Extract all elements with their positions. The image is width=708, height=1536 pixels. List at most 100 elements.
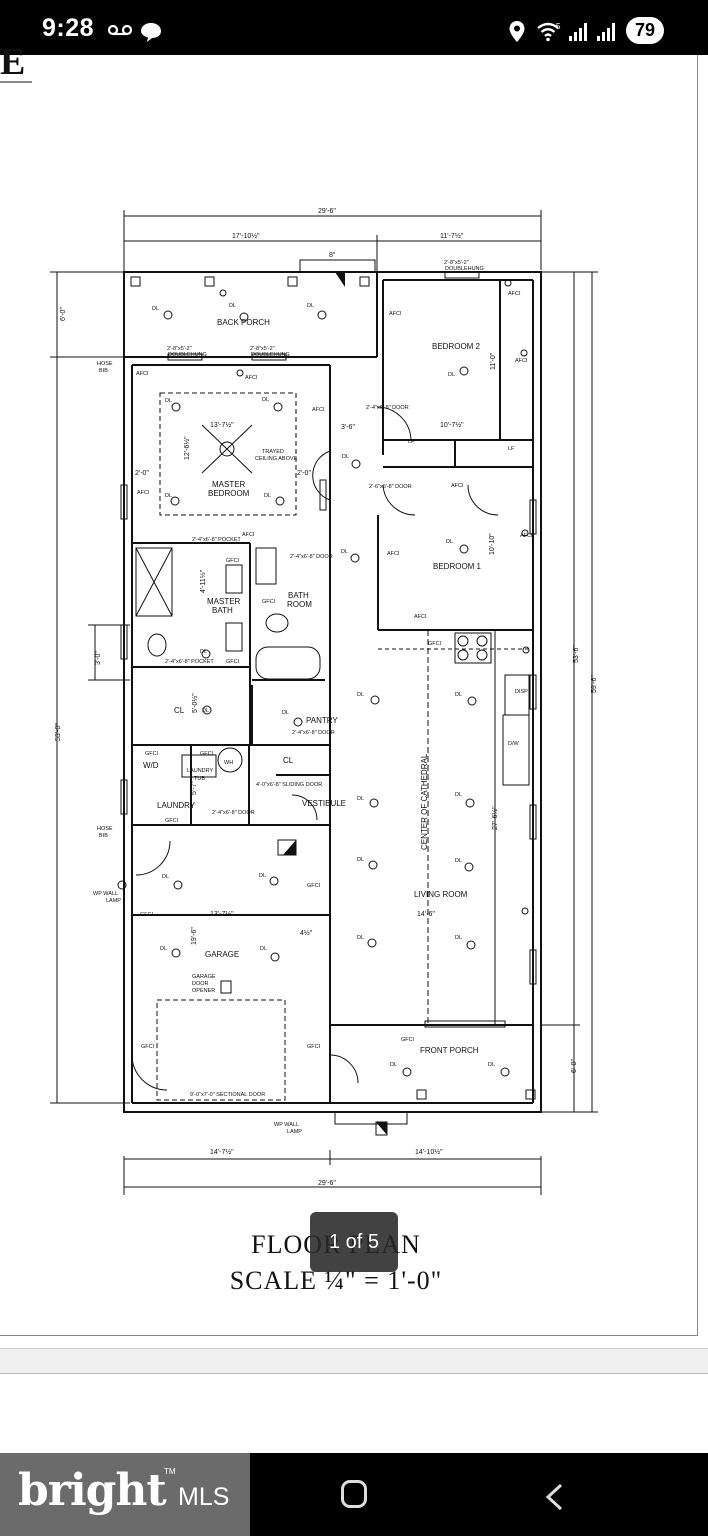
dim-left-side: 3'-0"	[95, 651, 102, 665]
room-vestibule: VESTIBULE	[302, 799, 346, 808]
battery-icon: 79	[626, 17, 664, 44]
door-note-br1: 2'-6"x6'-8" DOOR	[369, 484, 412, 490]
dim-right-main: 53'-6"	[573, 645, 580, 663]
dim-top-right: 11'-7½"	[440, 232, 464, 240]
voicemail-icon	[108, 24, 132, 36]
dim-bottom-right: 14'-10½"	[415, 1148, 443, 1156]
dim-laundry: 5'-7"	[191, 781, 198, 795]
dim-br1-depth: 10'-10"	[489, 533, 496, 555]
wp-lamp-2b: LAMP	[287, 1129, 302, 1135]
afci-1: AFCI	[136, 371, 149, 377]
location-pin-icon	[509, 21, 525, 42]
afci-9: AFCI	[387, 551, 400, 557]
dl-26: DL	[260, 946, 267, 952]
pocket-note-2: 2'-4"x6'-8" POCKET	[165, 659, 214, 665]
dim-living-depth: 27'-6½"	[491, 806, 499, 830]
dl-12: DL	[357, 692, 364, 698]
wp-lamp-1b: LAMP	[106, 898, 121, 904]
dim-small: 8"	[329, 252, 336, 259]
sectional-door: 9'-0"x7'-0" SECTIONAL DOOR	[190, 1092, 265, 1098]
room-back-porch: BACK PORCH	[217, 318, 270, 327]
dim-mbath-a: 4'-11½"	[199, 569, 207, 593]
window-1-type: DOUBLEHUNG	[168, 352, 207, 358]
dl-7: DL	[342, 454, 349, 460]
dl-2: DL	[229, 303, 236, 309]
status-time: 9:28	[42, 14, 95, 42]
afci-5: AFCI	[515, 358, 528, 364]
signal-icon-2	[597, 23, 615, 41]
dim-bottom-left: 14'-7½"	[210, 1148, 234, 1156]
signal-icon	[569, 23, 587, 41]
room-garage: GARAGE	[205, 950, 239, 959]
afci-11: AFCI	[414, 614, 427, 620]
gfci-11: GFCI	[307, 1044, 321, 1050]
window-1-size: 2'-8"x5'-2"	[167, 346, 192, 352]
afci-3: AFCI	[389, 311, 402, 317]
dl-21: DL	[162, 874, 169, 880]
hose-bib-1a: HOSE	[97, 361, 113, 367]
room-pantry: PANTRY	[306, 716, 338, 725]
dishwasher: D/W	[508, 741, 520, 747]
wifi-icon: 5	[537, 22, 561, 42]
dl-27: DL	[390, 1062, 397, 1068]
afci-4: AFCI	[508, 291, 521, 297]
room-master-bedroom-1: MASTER	[212, 480, 246, 489]
window-3-size: 2'-8"x5'-2"	[444, 260, 469, 266]
dl-17: DL	[357, 796, 364, 802]
dim-left-overall: 53'-0"	[55, 723, 62, 741]
linen-2: LF	[508, 446, 515, 452]
floor-plan: 29'-6" 17'-10½" 11'-7½" 14'-7½" 14'-10½"…	[0, 81, 598, 1195]
afci-12: AFCI	[242, 532, 255, 538]
room-bath-2: ROOM	[287, 600, 312, 609]
room-closet-2: CL	[174, 706, 185, 715]
afci-2: AFCI	[245, 375, 258, 381]
logo-trademark: TM	[164, 1467, 176, 1476]
trayed-2: CEILING ABOVE	[255, 456, 298, 462]
trayed-1: TRAYED	[262, 449, 284, 455]
dl-13: DL	[455, 692, 462, 698]
laundry-tub-1: LAUNDRY	[187, 768, 214, 774]
sliding-note: 4'-0"x6'-8" SLIDING DOOR	[256, 782, 322, 788]
dl-5: DL	[165, 398, 172, 404]
hose-bib-2a: HOSE	[97, 826, 113, 832]
dl-15: DL	[282, 710, 289, 716]
dim-overall-bottom: 29'-6"	[318, 1180, 336, 1187]
room-living: LIVING ROOM	[414, 890, 468, 899]
dl-1: DL	[152, 306, 159, 312]
dl-4: DL	[448, 372, 455, 378]
door-note-pantry: 2'-4"x6'-8" DOOR	[292, 730, 335, 736]
disposal: DISP	[515, 689, 528, 695]
gfci-8: GFCI	[307, 883, 321, 889]
wp-lamp-2a: WP WALL	[274, 1122, 299, 1128]
room-master-bath-1: MASTER	[207, 597, 241, 606]
window-2-size: 2'-8"x5'-2"	[250, 346, 275, 352]
room-bath-1: BATH	[288, 591, 309, 600]
back-button-icon[interactable]	[543, 1482, 565, 1512]
gfci-9: GFCI	[140, 912, 154, 918]
garage-opener-3: OPENER	[192, 988, 215, 994]
dl-24: DL	[455, 935, 462, 941]
status-bar: 9:28 5 79	[0, 0, 708, 55]
gfci-5: GFCI	[145, 751, 159, 757]
page-counter: 1 of 5	[310, 1212, 398, 1272]
dim-hall: 3'-6"	[341, 424, 355, 431]
pocket-note-1: 2'-4"x6'-8" POCKET	[192, 537, 241, 543]
dim-living-width: 14'-6"	[417, 911, 435, 918]
image-separator	[0, 1348, 708, 1374]
dl-23: DL	[357, 935, 364, 941]
hose-bib-1b: BIB	[99, 368, 108, 374]
gfci-7: GFCI	[165, 818, 179, 824]
gfci-2: GFCI	[262, 599, 276, 605]
linen-1: LF	[408, 439, 415, 445]
dim-mb-width: 13'-7½"	[210, 421, 234, 429]
dl-16: DL	[202, 708, 209, 714]
dim-right-bottom: 6'-0"	[571, 1059, 578, 1073]
logo-mls: MLS	[178, 1483, 230, 1511]
svg-text:5: 5	[556, 22, 561, 31]
home-button-icon[interactable]	[341, 1480, 367, 1508]
gfci-1: GFCI	[226, 558, 240, 564]
gfci-12: GFCI	[401, 1037, 415, 1043]
logo-wordmark: bright	[18, 1465, 167, 1516]
room-master-bedroom-2: BEDROOM	[208, 489, 250, 498]
dim-four-half: 4½"	[300, 929, 313, 937]
